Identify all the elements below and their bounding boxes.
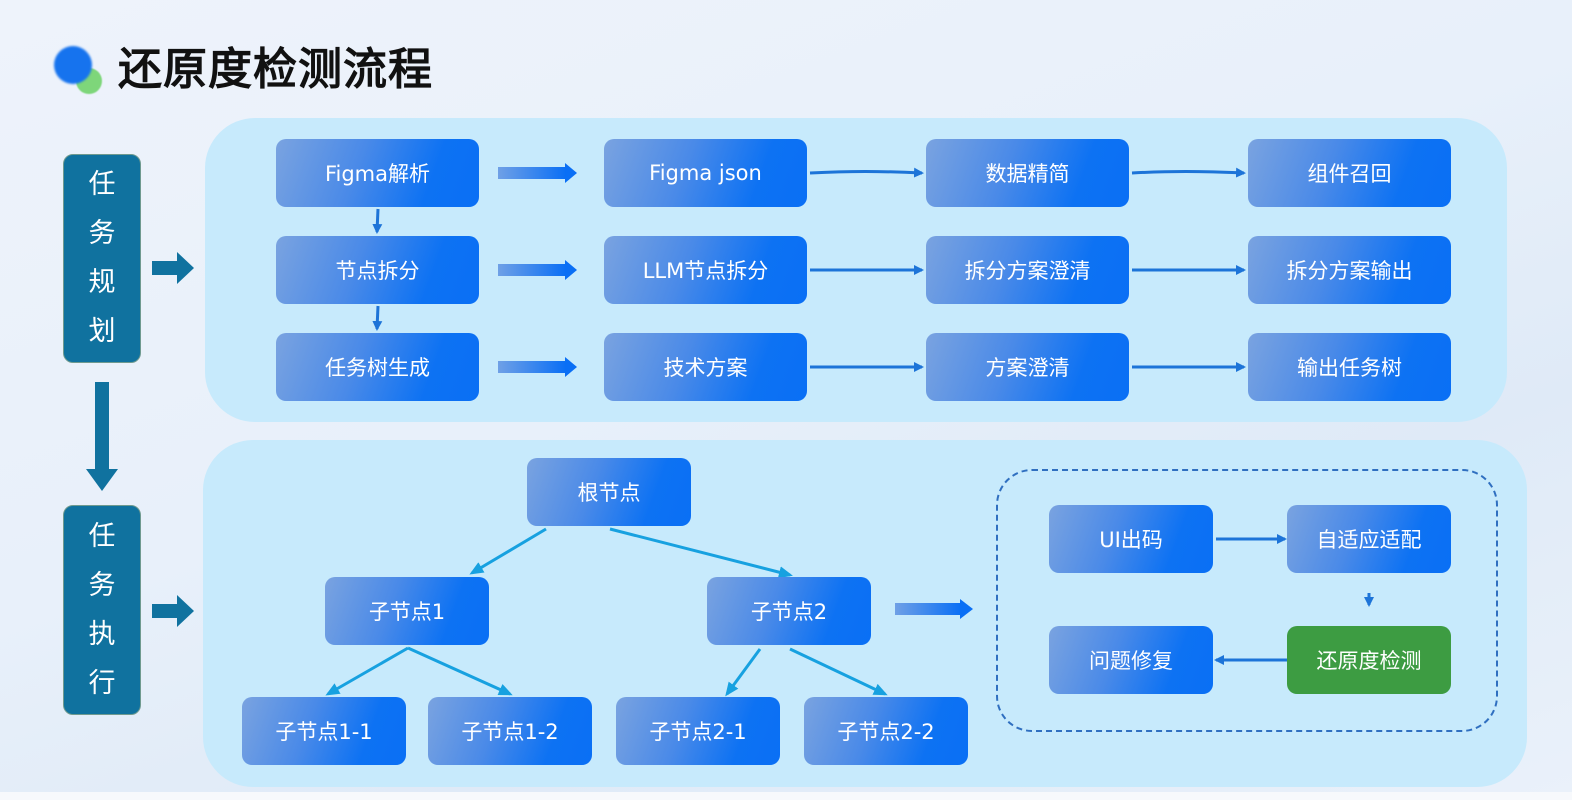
node-llm-split[interactable]: LLM节点拆分	[604, 236, 807, 304]
code-loop-group	[996, 469, 1498, 732]
side-label-char: 行	[88, 667, 116, 699]
node-component-recall[interactable]: 组件召回	[1248, 139, 1451, 207]
arrow-exec-to-panel	[152, 595, 194, 627]
side-label-char: 务	[88, 218, 116, 250]
side-label-char: 务	[88, 569, 116, 601]
arrow-plan-to-exec	[86, 382, 118, 491]
node-split[interactable]: 节点拆分	[276, 236, 479, 304]
arrow-plan-to-panel	[152, 252, 194, 284]
page-title: 还原度检测流程	[118, 44, 433, 95]
node-output-task-tree[interactable]: 输出任务树	[1248, 333, 1451, 401]
side-label-planning: 任 务 规 划	[63, 154, 141, 363]
node-tech-plan[interactable]: 技术方案	[604, 333, 807, 401]
logo-blue-dot	[54, 46, 92, 84]
logo-icon	[52, 44, 104, 96]
side-label-char: 规	[88, 266, 116, 298]
loop-fix-issues[interactable]: 问题修复	[1049, 626, 1213, 694]
side-label-char: 任	[88, 520, 116, 552]
node-split-clarify[interactable]: 拆分方案澄清	[926, 236, 1129, 304]
tree-child-2-2[interactable]: 子节点2-2	[804, 697, 968, 765]
tree-child-2-1[interactable]: 子节点2-1	[616, 697, 780, 765]
node-figma-parse[interactable]: Figma解析	[276, 139, 479, 207]
tree-child-1-2[interactable]: 子节点1-2	[428, 697, 592, 765]
side-label-char: 执	[88, 618, 116, 650]
tree-child-1-1[interactable]: 子节点1-1	[242, 697, 406, 765]
side-label-execution: 任 务 执 行	[63, 505, 141, 715]
node-task-tree-gen[interactable]: 任务树生成	[276, 333, 479, 401]
tree-root[interactable]: 根节点	[527, 458, 691, 526]
tree-child-1[interactable]: 子节点1	[325, 577, 489, 645]
loop-fidelity-check[interactable]: 还原度检测	[1287, 626, 1451, 694]
node-data-simplify[interactable]: 数据精简	[926, 139, 1129, 207]
side-label-char: 划	[88, 315, 116, 347]
loop-ui-code[interactable]: UI出码	[1049, 505, 1213, 573]
node-figma-json[interactable]: Figma json	[604, 139, 807, 207]
side-label-char: 任	[88, 169, 116, 201]
node-split-output[interactable]: 拆分方案输出	[1248, 236, 1451, 304]
tree-child-2[interactable]: 子节点2	[707, 577, 871, 645]
loop-adaptive[interactable]: 自适应适配	[1287, 505, 1451, 573]
bottom-strip	[0, 792, 1572, 800]
node-plan-clarify[interactable]: 方案澄清	[926, 333, 1129, 401]
